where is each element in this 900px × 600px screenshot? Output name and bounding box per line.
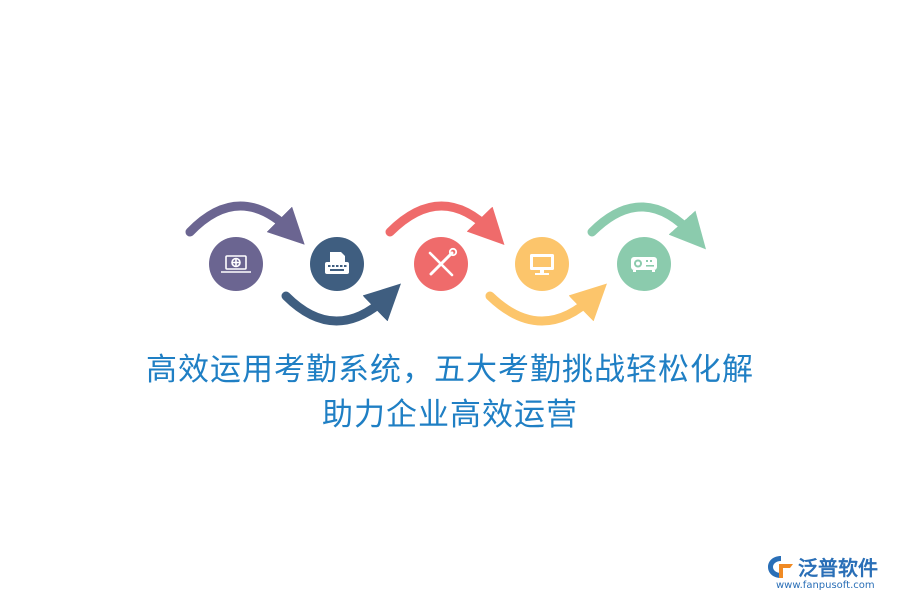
- monitor-icon: [530, 254, 554, 275]
- brand-watermark: 泛普软件 www.fanpusoft.com: [766, 552, 894, 596]
- arrow-arc-2: [281, 283, 401, 326]
- brand-url: www.fanpusoft.com: [776, 580, 875, 591]
- step-2: [310, 237, 364, 291]
- laptop-globe-icon: [221, 255, 251, 273]
- brand-logo-icon: [768, 556, 793, 578]
- tools-icon: [428, 247, 458, 277]
- step-1: [209, 237, 263, 291]
- step-4: [515, 237, 569, 291]
- typewriter-icon: [325, 252, 349, 274]
- headline-line-1: 高效运用考勤系统，五大考勤挑战轻松化解: [146, 352, 754, 388]
- brand-name: 泛普软件: [798, 556, 878, 580]
- step-3: [414, 237, 468, 291]
- arrow-arc-4: [485, 283, 607, 326]
- arrow-arc-1: [185, 201, 305, 245]
- arrow-arc-5: [587, 202, 706, 250]
- arrow-arc-3: [385, 201, 505, 245]
- step-5: [617, 237, 671, 291]
- projector-icon: [631, 257, 657, 272]
- headline-line-2: 助力企业高效运营: [322, 397, 578, 433]
